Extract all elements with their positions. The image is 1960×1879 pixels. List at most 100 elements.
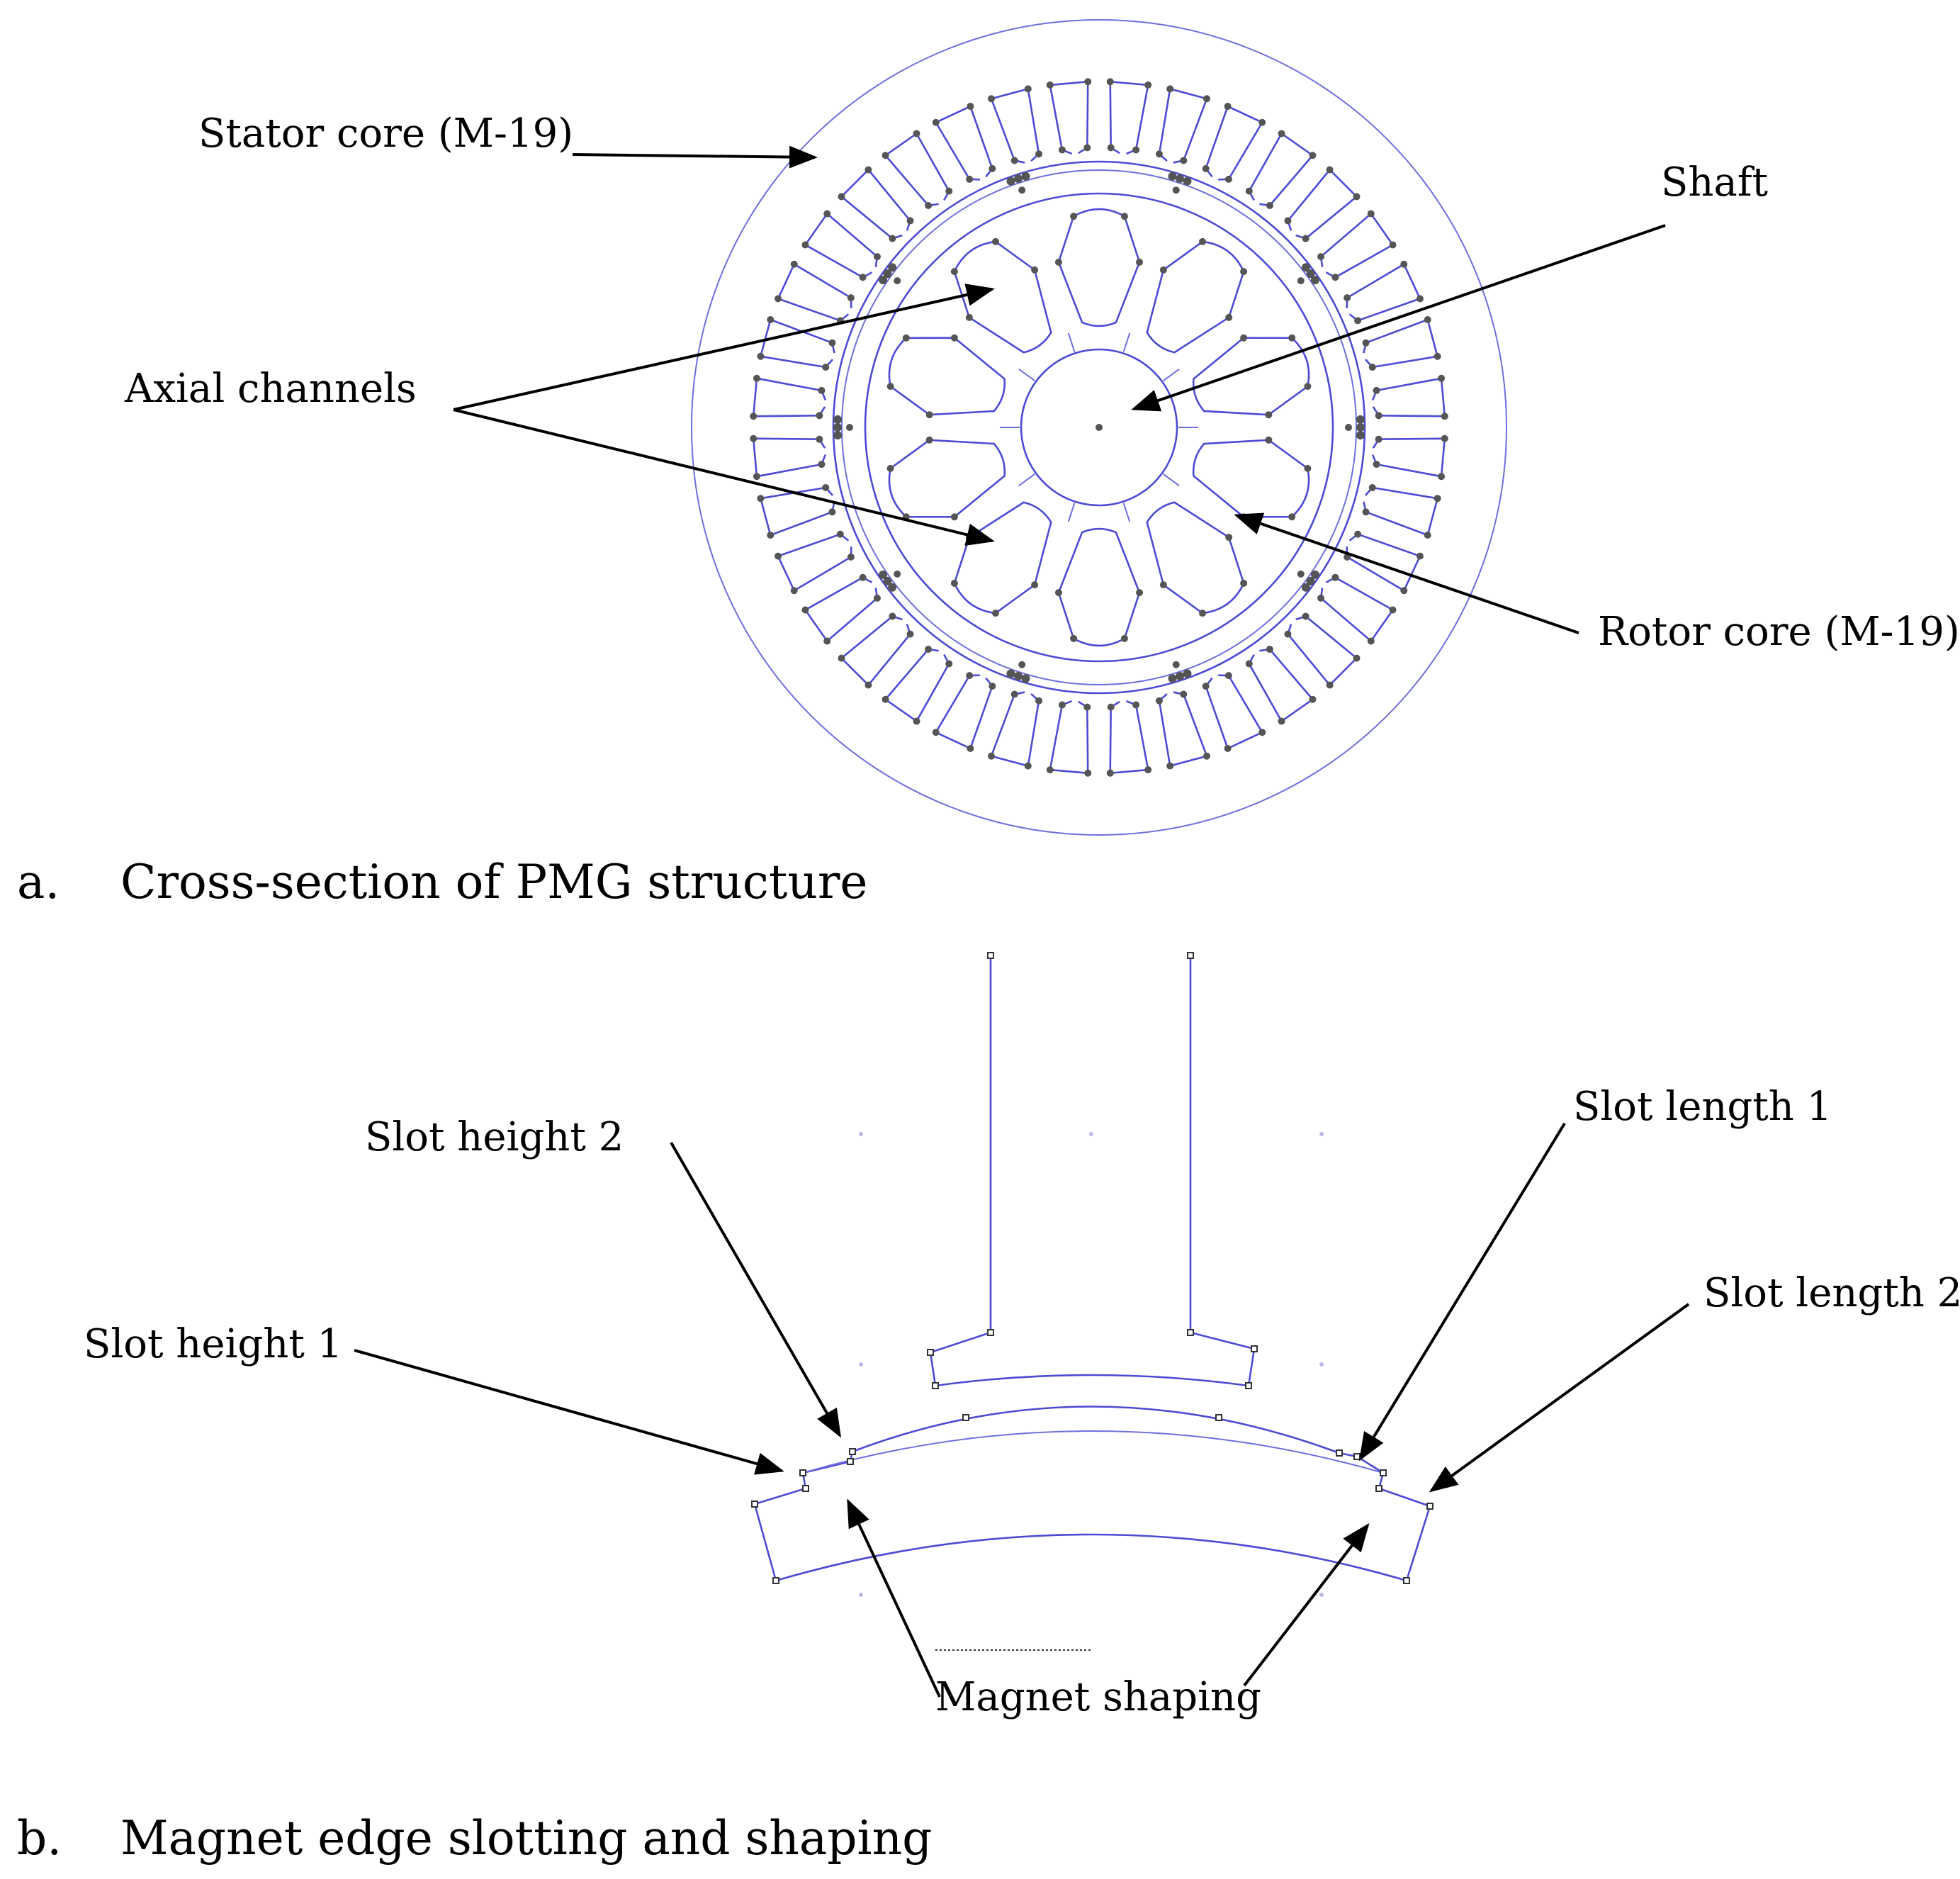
slot-node <box>1266 646 1273 654</box>
slot-node <box>913 717 920 725</box>
slot-node <box>864 681 872 689</box>
slot-node <box>750 434 757 442</box>
gap-node <box>883 576 892 585</box>
slot-node <box>1106 769 1114 777</box>
channel-node <box>1199 610 1207 617</box>
slot-node <box>1224 103 1232 111</box>
panel-a-annotations: Stator core (M-19) Shaft Axial channels … <box>17 111 1960 909</box>
slot-node <box>1317 253 1325 261</box>
slot-node <box>1155 150 1163 158</box>
gap-node <box>1018 661 1026 668</box>
axial-channel <box>888 337 1006 416</box>
slot-node <box>818 386 826 394</box>
slot-node <box>1331 573 1339 581</box>
magnet-shaping-label: Magnet shaping <box>935 1674 1261 1720</box>
channel-node <box>925 436 933 444</box>
slot-height-1-label: Slot height 1 <box>84 1321 342 1367</box>
stator-tooth <box>929 955 1256 1386</box>
slot-node <box>932 118 940 126</box>
slot-node <box>967 744 974 752</box>
stator-slot <box>1205 674 1264 750</box>
slot-node <box>801 241 809 249</box>
slot-node <box>1166 85 1174 93</box>
channel-node <box>1159 266 1167 274</box>
axial-channel <box>1192 337 1310 416</box>
slot-node <box>1317 594 1325 602</box>
slot-node <box>1424 315 1431 323</box>
slot-node <box>1367 210 1375 218</box>
gap-node <box>894 570 901 578</box>
slot-node <box>1155 697 1163 705</box>
slot-node <box>822 364 830 371</box>
slot-node <box>925 201 933 209</box>
channel-node <box>1304 464 1312 472</box>
stator-slot <box>804 576 879 643</box>
slot-node <box>1144 766 1152 774</box>
slot-node <box>757 352 765 360</box>
slot-node <box>823 637 831 645</box>
slot-node <box>1224 672 1232 680</box>
slot-node <box>1024 762 1032 770</box>
slot-node <box>775 552 782 560</box>
stator-slots <box>750 78 1448 777</box>
channel-node <box>1288 513 1296 521</box>
rotor-spoke <box>1018 473 1035 487</box>
gap-node <box>1301 583 1310 592</box>
slot-node <box>823 210 831 218</box>
slot-node <box>836 530 844 538</box>
gap-node <box>1006 176 1015 186</box>
stator-arrow <box>572 145 818 169</box>
slot-node <box>1224 175 1232 183</box>
magnet-detail <box>751 952 1434 1651</box>
slot-node <box>838 654 845 662</box>
gap-node <box>1310 276 1319 285</box>
stator-slot <box>1371 377 1446 417</box>
slot-node <box>1258 118 1266 126</box>
slot-node <box>1107 144 1115 152</box>
slot-node <box>847 294 855 302</box>
gap-node <box>888 583 897 592</box>
slot-height-2-arrow <box>670 1142 841 1438</box>
channel-node <box>991 237 999 245</box>
slot-node <box>1434 352 1441 360</box>
slot-node <box>767 315 775 323</box>
slot-node <box>753 473 760 481</box>
axial-arrow-upper <box>453 284 995 411</box>
channel-node <box>1240 579 1248 587</box>
slot-length-2-label: Slot length 2 <box>1703 1270 1960 1316</box>
gap-node <box>1013 174 1023 184</box>
channel-node <box>1199 237 1207 245</box>
slot-height-1-arrow <box>354 1349 784 1475</box>
stator-outer-boundary <box>691 19 1507 836</box>
slot-node <box>925 646 933 654</box>
slot-node <box>932 729 940 736</box>
slot-node <box>822 483 830 491</box>
gap-node <box>1306 269 1315 279</box>
gap-node <box>1013 671 1023 680</box>
stator-slot <box>1248 132 1314 207</box>
axial-channel <box>1146 501 1245 615</box>
gap-node <box>879 570 888 579</box>
panel-b-annotations: Slot height 2 Slot height 1 Slot length … <box>17 1084 1960 1866</box>
slot-length-1-label: Slot length 1 <box>1573 1084 1832 1130</box>
stator-slot <box>752 437 827 478</box>
slot-node <box>1354 317 1362 325</box>
stator-slot <box>990 691 1040 768</box>
rotor-spoke <box>1122 332 1131 352</box>
stator-slot <box>804 212 879 279</box>
slot-node <box>1326 681 1334 689</box>
slot-node <box>1107 703 1115 711</box>
stator-slot <box>1205 105 1264 181</box>
slot-node <box>1438 374 1446 382</box>
channel-node <box>1070 634 1078 642</box>
axial-channel <box>1146 240 1245 354</box>
slot-node <box>1084 769 1092 777</box>
slot-node <box>838 193 845 201</box>
channel-node <box>886 464 894 472</box>
slot-node <box>1368 364 1376 371</box>
slot-node <box>967 103 974 111</box>
gap-node <box>1356 431 1365 440</box>
axial-label: Axial channels <box>124 366 417 412</box>
channel-node <box>991 610 999 617</box>
channel-node <box>902 334 910 342</box>
